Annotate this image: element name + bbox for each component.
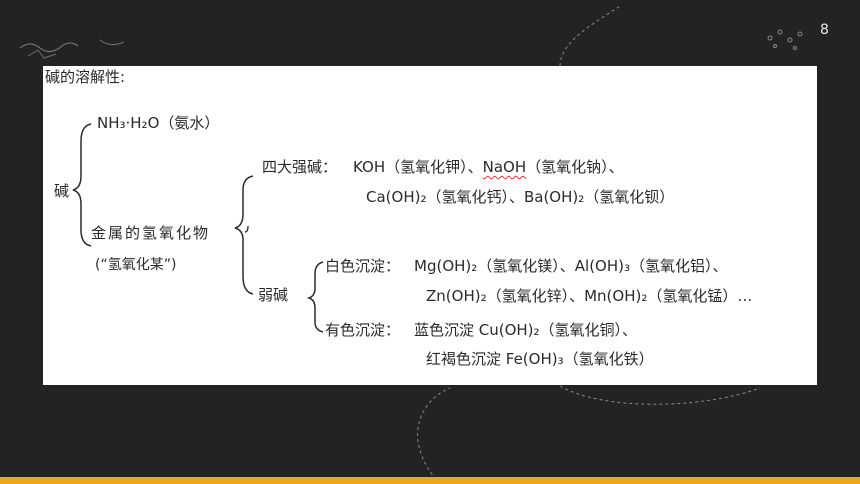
metal-hydroxide-note: (“氢氧化某”) [95, 257, 177, 273]
accent-bar [0, 477, 860, 484]
slide-number: 8 [820, 22, 829, 38]
colored-precipitate-label: 有色沉淀： [325, 321, 401, 339]
strong-base-line1: KOH（氢氧化钾）、NaOH（氢氧化钠）、 [353, 160, 624, 175]
strong-base-label: 四大强碱： [262, 158, 338, 176]
metal-hydroxide-label: 金属的氢氧化物 [91, 224, 211, 242]
white-precipitate-label: 白色沉淀： [325, 257, 401, 275]
nh3-entry: NH₃·H₂O（氨水） [97, 114, 220, 132]
strong-base-line2: Ca(OH)₂（氢氧化钙）、Ba(OH)₂（氢氧化钡） [366, 188, 675, 206]
naoh-entry: （氢氧化钠）、 [526, 158, 624, 176]
white-precipitate-line1: Mg(OH)₂（氢氧化镁）、Al(OH)₃（氢氧化铝）、 [414, 257, 728, 275]
weak-base-label: 弱碱 [258, 286, 289, 304]
koh-entry: KOH（氢氧化钾）、 [353, 158, 483, 176]
naoh-text: NaOH [482, 158, 527, 176]
white-precipitate-line2: Zn(OH)₂（氢氧化锌）、Mn(OH)₂（氢氧化锰）… [426, 287, 753, 305]
colored-precipitate-line2: 红褐色沉淀 Fe(OH)₃（氢氧化铁） [426, 350, 654, 368]
content-card: 碱的溶解性: 碱 NH₃·H₂O（氨水） 金属的氢氧化物 (“氢氧化某”) 四大… [43, 66, 817, 385]
bracket-lines [72, 123, 324, 333]
colored-precipitate-line1: 蓝色沉淀 Cu(OH)₂（氢氧化铜）、 [414, 321, 638, 339]
heading: 碱的溶解性: [45, 68, 126, 86]
root-label: 碱 [54, 182, 70, 200]
